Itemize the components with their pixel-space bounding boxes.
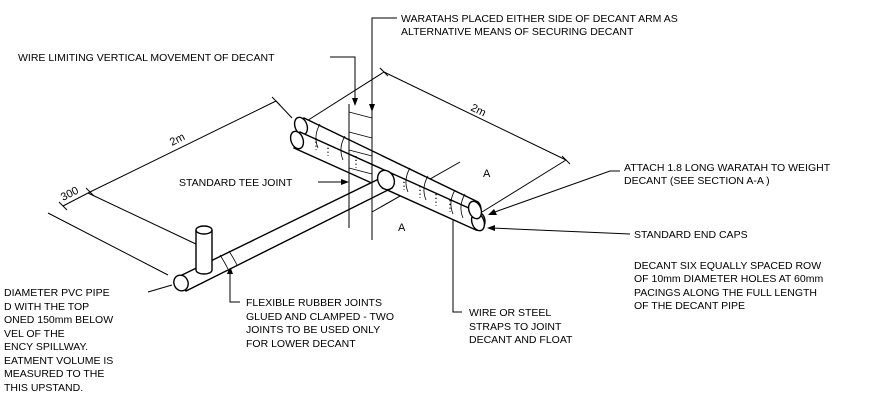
end-caps-label: STANDARD END CAPS (634, 229, 748, 241)
wire-straps-label-line-1: WIRE OR STEEL (469, 307, 551, 319)
decant-arm-pipe (173, 169, 396, 292)
decant-holes-label-line-4: OF THE DECANT PIPE (634, 300, 745, 312)
pvc-pipe-label-line-6: EATMENT VOLUME IS (4, 355, 113, 367)
wire-straps-label-line-3: DECANT AND FLOAT (469, 334, 573, 346)
pvc-pipe-label-line-2: D WITH THE TOP (4, 301, 89, 313)
attach-waratah-label-line-2: DECANT (SEE SECTION A-A ) (624, 175, 770, 187)
flexible-joints-label-line-2: GLUED AND CLAMPED - TWO (246, 311, 394, 323)
decant-holes-label-line-3: PACINGS ALONG THE FULL LENGTH (634, 287, 817, 299)
wire-limiting-label: WIRE LIMITING VERTICAL MOVEMENT OF DECAN… (18, 52, 275, 64)
waratahs (348, 104, 373, 240)
pvc-pipe-label-line-8: THIS UPSTAND. (4, 382, 83, 394)
flexible-joints-label-line-3: JOINTS TO BE USED ONLY (246, 324, 380, 336)
flexible-joints-label-line-1: FLEXIBLE RUBBER JOINTS (246, 297, 382, 309)
right-length-dimension: 2m (469, 102, 488, 119)
attach-waratah-label-line-1: ATTACH 1.8 LONG WARATAH TO WEIGHT (624, 162, 831, 174)
wire-straps-label-line-2: STRAPS TO JOINT (469, 321, 562, 333)
flexible-joints-label-line-4: FOR LOWER DECANT (246, 338, 356, 350)
section-mark-upper: A (483, 168, 491, 180)
decant-holes-label-line-1: DECANT SIX EQUALLY SPACED ROW (634, 260, 821, 272)
pvc-pipe-label-line-5: ENCY SPILLWAY. (4, 341, 88, 353)
pvc-pipe-label-line-3: ONED 150mm BELOW (4, 314, 113, 326)
pvc-pipe-label-line-4: VEL OF THE (4, 328, 65, 340)
offset-dimension: 300 (59, 185, 81, 204)
waratahs-label-line-1: WARATAHS PLACED EITHER SIDE OF DECANT AR… (401, 13, 678, 25)
end-cap (467, 200, 483, 220)
pvc-pipe-label-line-7: MEASURED TO THE (4, 368, 104, 380)
section-mark-lower: A (398, 222, 406, 234)
tee-joint-label: STANDARD TEE JOINT (179, 177, 293, 189)
pvc-pipe-label-line-1: DIAMETER PVC PIPE (4, 287, 110, 299)
dimension-lines (47, 67, 571, 276)
waratahs-label-line-2: ALTERNATIVE MEANS OF SECURING DECANT (401, 26, 634, 38)
decant-holes-label-line-2: OF 10mm DIAMETER HOLES AT 60mm (634, 273, 823, 285)
